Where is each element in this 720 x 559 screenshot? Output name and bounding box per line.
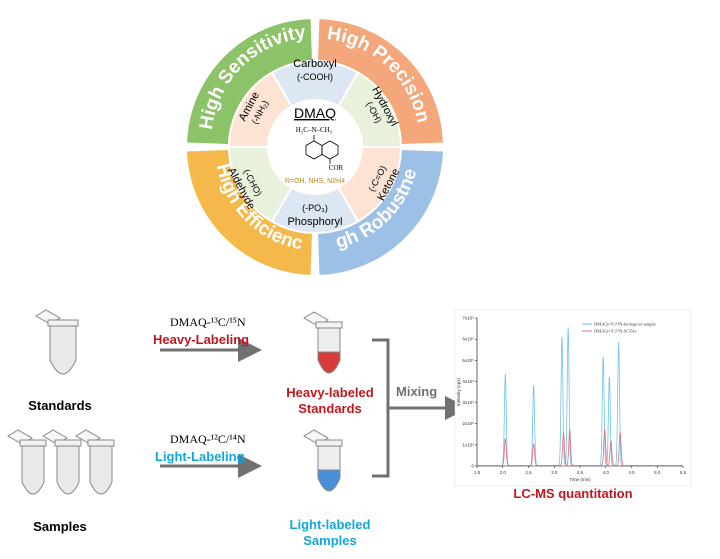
peak-point <box>604 428 606 431</box>
wheel-center <box>268 100 362 194</box>
peak-point <box>562 433 565 435</box>
center-title: DMAQ <box>294 105 336 121</box>
light-product-label: Light-labeled Samples <box>270 517 390 549</box>
y-tick-label: 5x10⁵ <box>462 358 474 363</box>
structure-cor: COR <box>329 164 344 172</box>
peak-point <box>602 357 604 359</box>
peak-point <box>618 342 620 344</box>
sector-high-efficiency <box>187 150 312 275</box>
x-axis-label: Time (min) <box>569 477 591 482</box>
peak-point <box>561 336 563 339</box>
heavy-product-line-2: Standards <box>298 401 362 416</box>
light-labeling-step: Light-Labeling <box>155 449 245 464</box>
standards-label: Standards <box>28 398 92 413</box>
x-tick-label: 5.5 <box>680 470 687 475</box>
tube-sample-1 <box>7 429 47 495</box>
heavy-labeling-step: Heavy-Labeling <box>153 332 250 347</box>
y-tick-label: 4x10⁵ <box>462 379 474 384</box>
peak-point <box>504 438 506 440</box>
peak-point <box>567 327 569 329</box>
heavy-product-line-1: Heavy-labeled <box>286 385 374 400</box>
series-line-scfas <box>477 429 683 466</box>
center-r-note: R=OH, NHS, N2H4 <box>285 178 345 185</box>
samples-label: Samples <box>33 519 87 534</box>
lcms-label: LC-MS quantitation <box>513 486 633 501</box>
peak-point <box>569 429 571 432</box>
group-carboxyl-formula: (-COOH) <box>297 72 333 82</box>
quinoline-structure <box>305 135 339 164</box>
light-product-line-2: Samples <box>303 533 357 548</box>
x-tick-label: 3.0 <box>551 470 558 475</box>
wheel-outer-ring <box>187 19 443 275</box>
sector-high-precision <box>318 19 443 144</box>
mixing-label: Mixing <box>396 384 438 399</box>
wheel-inner-ring <box>227 60 403 234</box>
heavy-product-label: Heavy-labeled Standards <box>270 385 390 417</box>
light-reagent: DMAQ-¹²C/¹⁴N <box>170 432 246 446</box>
tube-light-labeled <box>303 429 343 492</box>
x-tick-label: 4.5 <box>628 470 635 475</box>
peak-point <box>619 432 621 434</box>
y-tick-label: 7x10⁵ <box>462 316 474 321</box>
x-tick-label: 1.5 <box>474 470 481 475</box>
structure-dimethylamino: H₃C–N–CH₃ <box>296 126 333 134</box>
group-phosphoryl-formula: (-PO₃) <box>302 203 328 213</box>
lcms-chart: 1.5 2.0 2.5 3.0 3.5 4.0 4.5 5.0 5.5 0 1x10⁵ 2x10⁵ 3x… <box>454 309 692 487</box>
y-tick-label: 0 <box>471 464 474 469</box>
x-tick-label: 5.0 <box>654 470 661 475</box>
peak-point <box>533 385 535 387</box>
legend-label: DMAQ-¹²C/¹⁴N-biological sample <box>594 322 656 327</box>
peak-point <box>610 440 612 442</box>
y-tick-label: 1x10⁵ <box>462 442 474 447</box>
tube-heavy-labeled <box>303 311 343 374</box>
legend-label: DMAQ-¹³C/¹⁵N-SCFAs <box>594 329 637 334</box>
x-tick-label: 2.0 <box>500 470 507 475</box>
y-tick-label: 2x10⁵ <box>462 421 474 426</box>
peak-point <box>533 443 535 445</box>
group-phosphoryl: Phosphoryl <box>287 216 342 228</box>
y-tick-label: 3x10⁵ <box>462 400 474 405</box>
tube-standards <box>35 309 79 375</box>
heavy-reagent: DMAQ-¹³C/¹⁵N <box>170 315 246 329</box>
x-tick-label: 2.5 <box>525 470 532 475</box>
y-axis-label: Intensity (cps) <box>456 377 461 406</box>
sector-high-robustness <box>318 150 443 275</box>
tube-sample-2 <box>42 429 82 495</box>
x-tick-label: 4.0 <box>603 470 610 475</box>
x-tick-label: 3.5 <box>577 470 584 475</box>
y-tick-label: 6x10⁵ <box>462 337 474 342</box>
tube-sample-3 <box>75 429 115 495</box>
sector-high-sensitivity <box>187 19 312 144</box>
peak-point <box>608 377 610 379</box>
group-carboxyl: Carboxyl <box>293 58 336 70</box>
chart-frame <box>454 309 692 487</box>
peak-point <box>504 373 506 376</box>
light-product-line-1: Light-labeled <box>289 517 371 532</box>
